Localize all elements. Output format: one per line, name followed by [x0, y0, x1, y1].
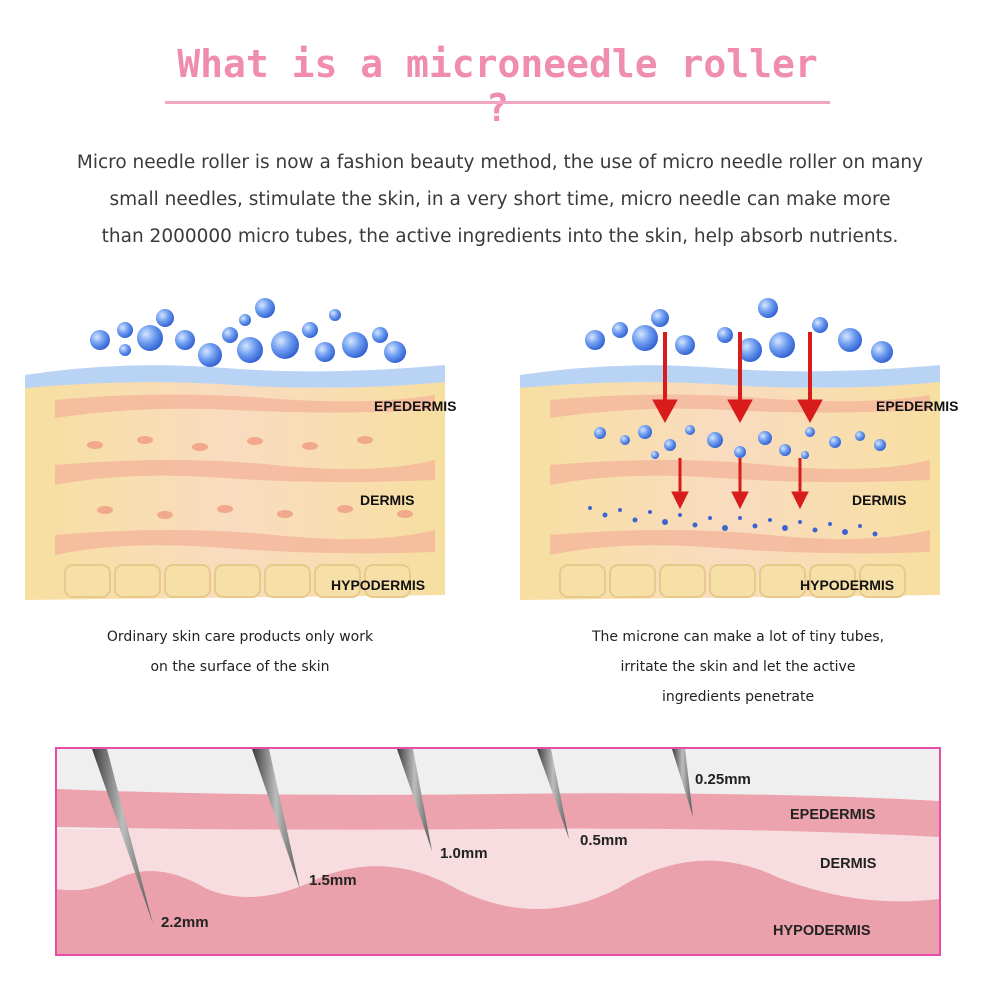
left-layer-hypodermis: HYPODERMIS	[331, 577, 425, 593]
left-layer-epidermis: EPEDERMIS	[374, 398, 456, 414]
right-caption-line-3: ingredients penetrate	[661, 689, 815, 705]
needle-depth-diagram: 2.2mm 1.5mm 1.0mm 0.5mm 0.25mm EPEDERMIS…	[55, 747, 941, 956]
page-title: What is a microneedle roller ?	[177, 42, 818, 130]
right-caption-line-1: The microne can make a lot of tiny tubes…	[591, 629, 885, 645]
bottom-layer-hypodermis: HYPODERMIS	[773, 923, 871, 939]
right-layer-dermis: DERMIS	[852, 492, 906, 508]
left-layer-dermis: DERMIS	[360, 492, 414, 508]
right-caption-line-2: irritate the skin and let the active	[620, 659, 856, 675]
left-caption-line-1: Ordinary skin care products only work	[106, 629, 374, 645]
bottom-layer-epidermis: EPEDERMIS	[790, 807, 876, 823]
left-caption-line-2: on the surface of the skin	[150, 659, 330, 675]
right-layer-hypodermis: HYPODERMIS	[800, 577, 894, 593]
needle-label-1-5mm: 1.5mm	[309, 872, 357, 889]
needle-label-0-5mm: 0.5mm	[580, 832, 628, 849]
title-underline	[165, 101, 830, 104]
intro-paragraph: Micro needle roller is now a fashion bea…	[60, 144, 940, 255]
needle-label-0-25mm: 0.25mm	[695, 771, 751, 788]
intro-line-1: Micro needle roller is now a fashion bea…	[76, 152, 924, 173]
left-caption: Ordinary skin care products only work on…	[20, 622, 460, 682]
right-skin-diagram: EPEDERMIS DERMIS HYPODERMIS	[520, 290, 980, 610]
needle-label-1-0mm: 1.0mm	[440, 845, 488, 862]
needle-label-2-2mm: 2.2mm	[161, 914, 209, 931]
right-caption: The microne can make a lot of tiny tubes…	[518, 622, 958, 712]
bottom-layer-dermis: DERMIS	[820, 856, 877, 872]
left-skin-diagram: EPEDERMIS DERMIS HYPODERMIS	[25, 290, 485, 610]
right-layer-epidermis: EPEDERMIS	[876, 398, 958, 414]
intro-line-2: small needles, stimulate the skin, in a …	[109, 189, 891, 210]
intro-line-3: than 2000000 micro tubes, the active ing…	[101, 226, 899, 247]
